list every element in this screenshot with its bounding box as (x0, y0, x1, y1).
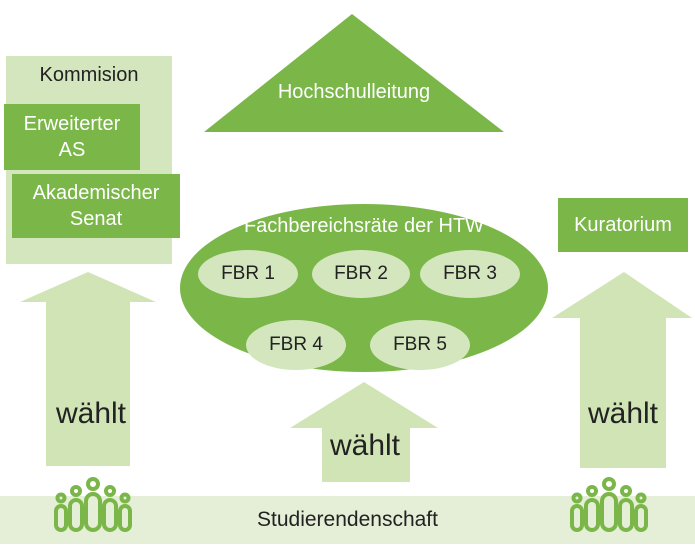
kommision-title: Kommision (39, 64, 139, 86)
fbr-3-label: FBR 3 (443, 263, 497, 284)
hochschulleitung-label: Hochschulleitung (277, 81, 431, 103)
erweiterter-as-line-2: AS (58, 139, 86, 161)
fbr-2-label: FBR 2 (334, 263, 388, 284)
akademischer-senat-line-2: Senat (69, 208, 123, 230)
people-icon-left (54, 477, 132, 532)
arrow-right-label: wählt (587, 397, 659, 431)
fbr-3: FBR 3 (420, 250, 520, 298)
arrow-center (290, 382, 438, 482)
people-icon-right (570, 477, 648, 532)
akademischer-senat-line-1: Akademischer (32, 182, 160, 204)
fbr-1: FBR 1 (198, 250, 298, 298)
fbr-1-label: FBR 1 (221, 263, 275, 284)
arrow-center-label: wählt (329, 429, 401, 463)
erweiterter-as-box: Erweiterter AS (4, 104, 140, 170)
fbr-2: FBR 2 (312, 250, 410, 298)
studierendenschaft-label: Studierendenschaft (257, 507, 438, 531)
akademischer-senat-box: Akademischer Senat (12, 174, 180, 238)
arrow-right (552, 272, 692, 468)
fbr-4-label: FBR 4 (269, 334, 323, 355)
fbr-4: FBR 4 (246, 320, 346, 370)
fachbereichsraete-title: Fachbereichsräte der HTW (243, 215, 485, 237)
kuratorium-label: Kuratorium (574, 213, 672, 236)
erweiterter-as-line-1: Erweiterter (23, 113, 121, 135)
arrow-left (20, 272, 156, 466)
hochschulleitung-triangle (204, 14, 504, 132)
arrow-left-label: wählt (55, 397, 127, 431)
fbr-5-label: FBR 5 (393, 334, 447, 355)
fbr-5: FBR 5 (370, 320, 470, 370)
kuratorium-box: Kuratorium (558, 198, 688, 252)
